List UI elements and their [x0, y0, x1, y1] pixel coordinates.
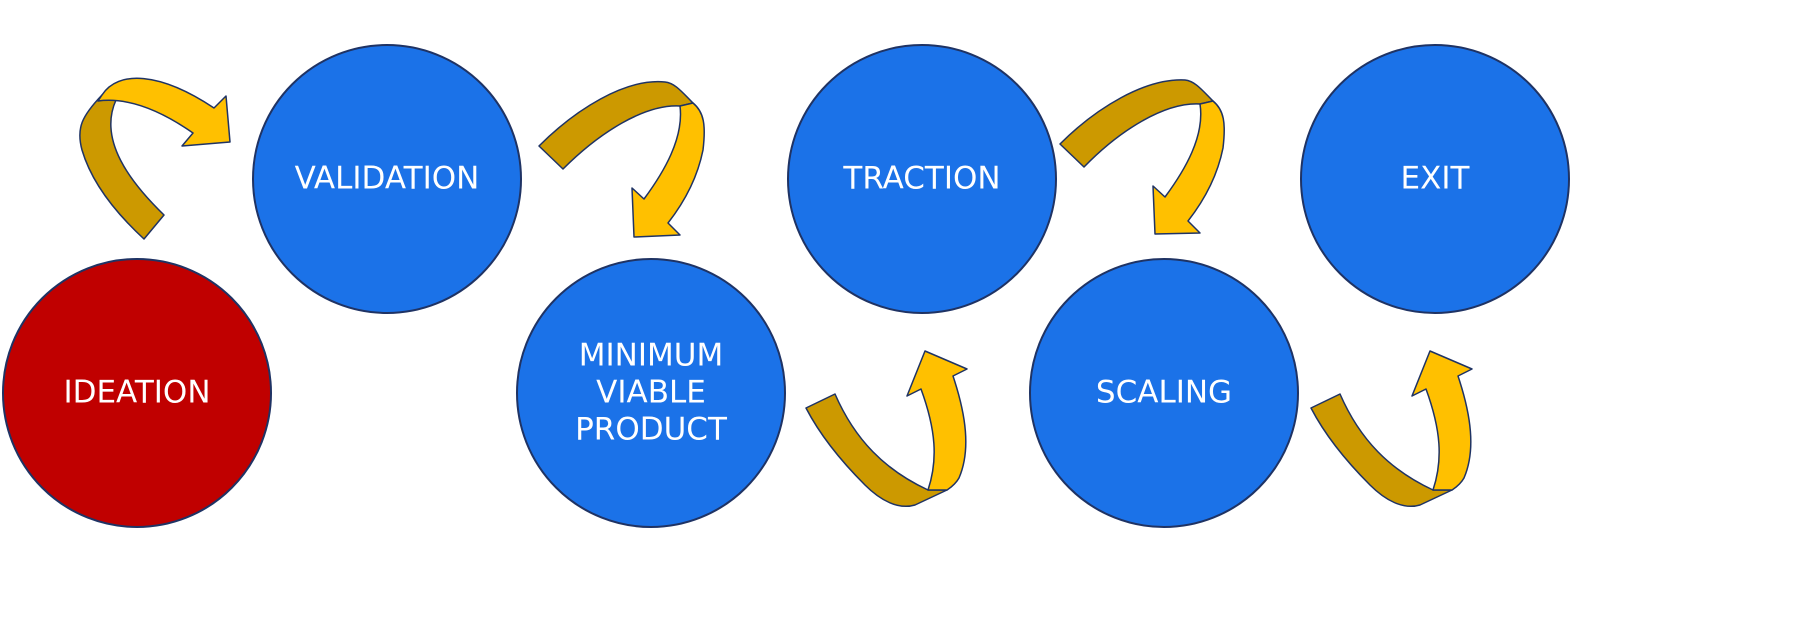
stage-label: TRACTION [842, 161, 1000, 197]
arrow-mvp-to-traction [805, 350, 968, 507]
stage-circle [516, 258, 786, 528]
stage-label-line-2: VIABLE [596, 375, 706, 411]
stage-circle [2, 258, 272, 528]
curved-arrow-icon [906, 350, 968, 491]
stage-label: IDEATION [63, 375, 210, 411]
stage-mvp: MINIMUM VIABLE PRODUCT [516, 258, 786, 528]
stage-label: EXIT [1401, 161, 1471, 197]
stage-circle [1300, 44, 1570, 314]
stage-circle [1029, 258, 1299, 528]
stage-label: VALIDATION [295, 161, 480, 197]
curved-arrow-icon [805, 393, 948, 507]
stage-circle [787, 44, 1057, 314]
stage-scaling: SCALING [1029, 258, 1299, 528]
stage-validation: VALIDATION [252, 44, 522, 314]
arrow-ideation-to-validation [79, 77, 231, 240]
arrow-scaling-to-exit [1310, 350, 1473, 507]
stage-traction: TRACTION [787, 44, 1057, 314]
stage-ideation: IDEATION [2, 258, 272, 528]
curved-arrow-icon [1411, 350, 1473, 491]
stage-circle [252, 44, 522, 314]
curved-arrow-icon [1152, 100, 1225, 235]
stage-label-line-3: PRODUCT [575, 412, 728, 448]
stage-label: SCALING [1096, 375, 1232, 411]
arrow-validation-to-mvp [538, 80, 705, 238]
curved-arrow-icon [1059, 79, 1214, 168]
stage-label-line-1: MINIMUM [579, 338, 723, 374]
curved-arrow-icon [538, 80, 694, 170]
curved-arrow-icon [1310, 393, 1453, 507]
curved-arrow-icon [79, 94, 165, 240]
arrow-traction-to-scaling [1059, 79, 1225, 235]
curved-arrow-icon [97, 77, 231, 147]
curved-arrow-icon [631, 102, 705, 238]
stage-exit: EXIT [1300, 44, 1570, 314]
